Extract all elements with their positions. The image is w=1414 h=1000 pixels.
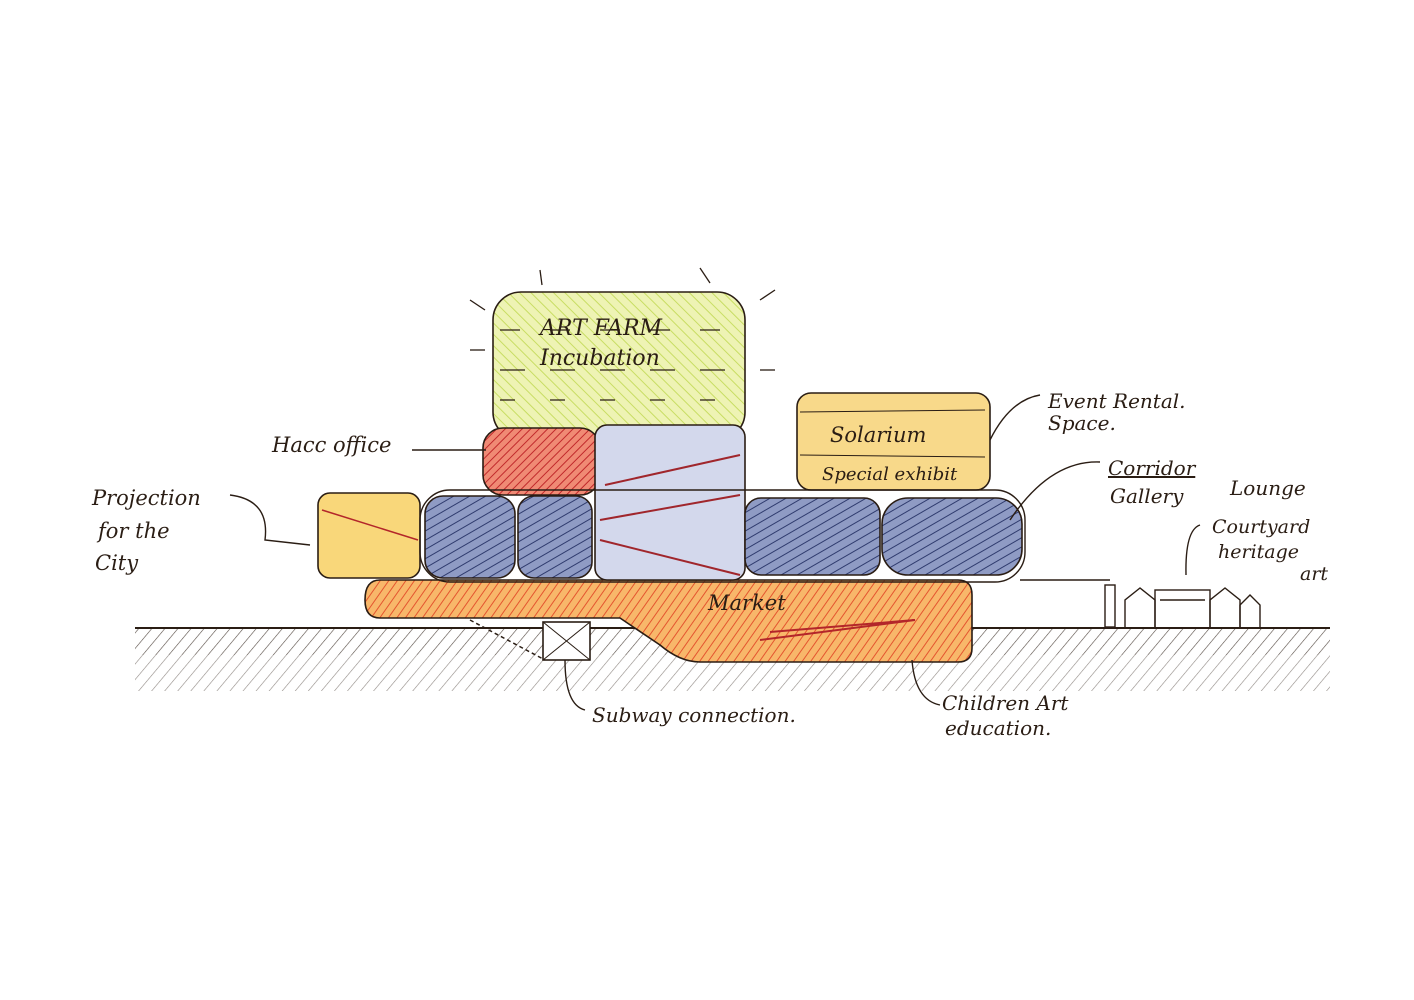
art-farm-label: ART FARM — [538, 316, 663, 341]
incubation-label: Incubation — [539, 346, 660, 371]
market-block — [364, 579, 973, 663]
subway-box — [469, 619, 591, 661]
solarium-label: Solarium — [830, 423, 926, 447]
leader-lines — [229, 394, 1201, 711]
gallery-blocks — [419, 489, 1026, 583]
courtyard-label-1: Courtyard — [1212, 516, 1310, 538]
market-label: Market — [707, 591, 786, 615]
event-rental-label-1: Event Rental. — [1047, 389, 1186, 413]
courtyard-houses — [1020, 579, 1261, 629]
children-label-1: Children Art — [942, 691, 1069, 715]
projection-label-2: for the — [96, 519, 170, 543]
atrium-block — [594, 424, 746, 581]
projection-label-1: Projection — [91, 486, 201, 510]
solarium-block — [796, 392, 991, 491]
projection-label-3: City — [95, 551, 139, 575]
corridor-label: Corridor — [1108, 456, 1197, 480]
art-farm-block — [469, 267, 776, 441]
hacc-office-block — [482, 427, 601, 496]
gallery-label: Gallery — [1110, 484, 1184, 508]
projection-block — [317, 492, 421, 579]
children-label-2: education. — [945, 716, 1051, 740]
courtyard-label-3: art — [1300, 563, 1328, 585]
special-exhibit-label: Special exhibit — [822, 464, 958, 485]
courtyard-label-2: heritage — [1218, 541, 1299, 563]
subway-label: Subway connection. — [592, 703, 796, 727]
hacc-office-label: Hacc office — [271, 433, 391, 457]
lounge-label: Lounge — [1229, 476, 1306, 500]
event-rental-label-2: Space. — [1048, 411, 1116, 435]
